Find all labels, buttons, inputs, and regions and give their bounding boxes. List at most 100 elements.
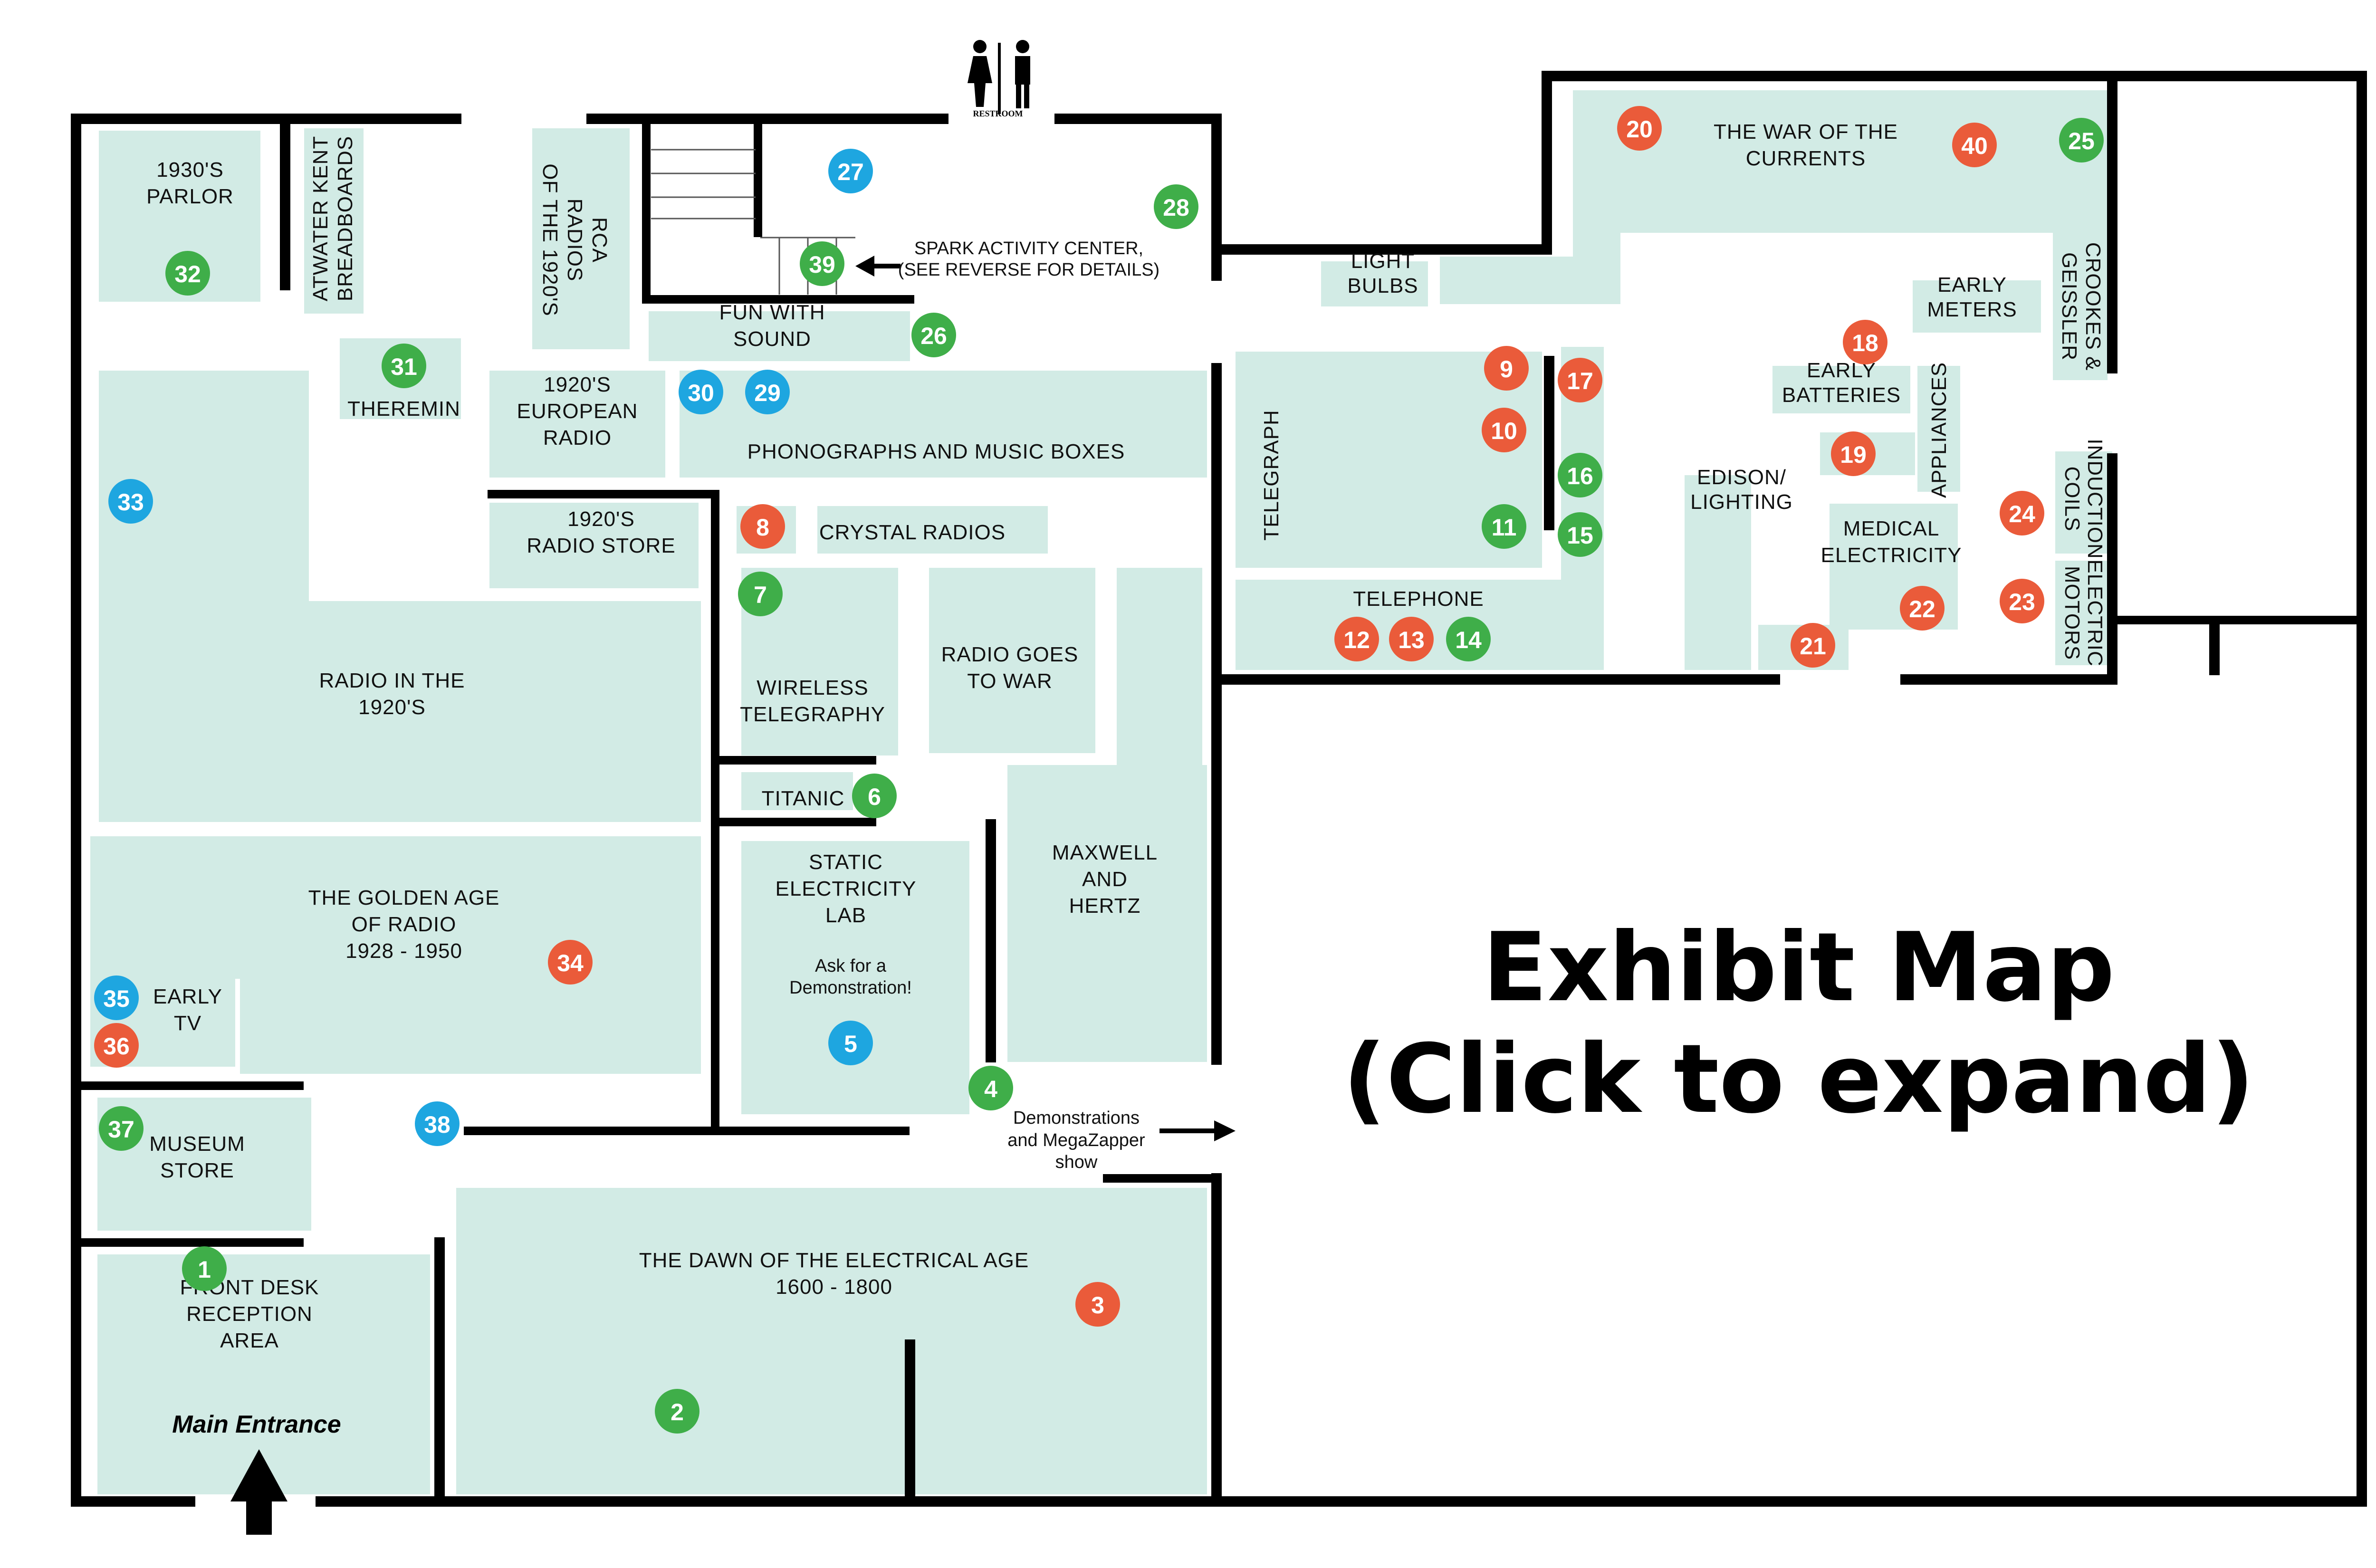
exhibit-marker-34[interactable]: 34	[548, 940, 593, 985]
exhibit-marker-18[interactable]: 18	[1843, 320, 1887, 364]
exhibit-marker-36[interactable]: 36	[94, 1023, 139, 1068]
marker-dot[interactable]	[800, 241, 844, 286]
exhibit-marker-19[interactable]: 19	[1831, 431, 1876, 476]
exhibit-marker-21[interactable]: 21	[1791, 623, 1835, 668]
exhibit-marker-39[interactable]: 39	[800, 241, 844, 286]
exhibit-marker-25[interactable]: 25	[2059, 118, 2104, 163]
marker-dot[interactable]	[740, 504, 785, 549]
room-label-line: MOTORS	[2060, 566, 2084, 660]
room-label-theremin: THEREMIN	[347, 397, 460, 421]
exhibit-marker-33[interactable]: 33	[108, 479, 153, 524]
exhibit-marker-32[interactable]: 32	[165, 251, 210, 296]
marker-dot[interactable]	[655, 1389, 699, 1434]
exhibit-marker-16[interactable]: 16	[1558, 453, 1602, 497]
exhibit-marker-23[interactable]: 23	[2000, 579, 2044, 623]
exhibit-marker-37[interactable]: 37	[99, 1106, 144, 1151]
main-entrance-label: Main Entrance	[172, 1411, 341, 1438]
marker-dot[interactable]	[1154, 184, 1198, 229]
exhibit-marker-6[interactable]: 6	[852, 774, 897, 818]
marker-dot[interactable]	[1334, 617, 1379, 661]
marker-dot[interactable]	[1446, 617, 1491, 661]
exhibit-marker-2[interactable]: 2	[655, 1389, 699, 1434]
marker-dot[interactable]	[1843, 320, 1887, 364]
room-label-line: BREADBOARDS	[334, 136, 357, 301]
marker-dot[interactable]	[852, 774, 897, 818]
exhibit-marker-11[interactable]: 11	[1482, 504, 1526, 549]
exhibit-marker-7[interactable]: 7	[738, 572, 783, 616]
marker-dot[interactable]	[1617, 106, 1662, 151]
marker-dot[interactable]	[548, 940, 593, 985]
exhibit-marker-22[interactable]: 22	[1900, 586, 1945, 631]
exhibit-marker-9[interactable]: 9	[1484, 346, 1529, 391]
marker-number: 10	[1491, 418, 1517, 444]
marker-dot[interactable]	[108, 479, 153, 524]
marker-dot[interactable]	[1484, 346, 1529, 391]
exhibit-marker-38[interactable]: 38	[415, 1101, 460, 1146]
exhibit-marker-3[interactable]: 3	[1075, 1282, 1120, 1327]
room-label-line: MAXWELL	[1052, 841, 1158, 864]
exhibit-marker-4[interactable]: 4	[968, 1066, 1013, 1110]
marker-dot[interactable]	[94, 1023, 139, 1068]
marker-number: 39	[809, 251, 835, 278]
marker-dot[interactable]	[968, 1066, 1013, 1110]
exhibit-marker-27[interactable]: 27	[828, 149, 873, 193]
marker-dot[interactable]	[2059, 118, 2104, 163]
marker-number: 34	[557, 950, 584, 976]
marker-number: 22	[1909, 596, 1935, 622]
marker-dot[interactable]	[679, 370, 723, 414]
marker-number: 23	[2009, 589, 2035, 615]
marker-dot[interactable]	[1791, 623, 1835, 668]
exhibit-marker-13[interactable]: 13	[1389, 617, 1434, 661]
marker-dot[interactable]	[738, 572, 783, 616]
marker-dot[interactable]	[2000, 491, 2044, 535]
marker-dot[interactable]	[1952, 123, 1997, 167]
marker-dot[interactable]	[99, 1106, 144, 1151]
marker-dot[interactable]	[2000, 579, 2044, 623]
exhibit-marker-31[interactable]: 31	[382, 344, 426, 388]
exhibit-marker-8[interactable]: 8	[740, 504, 785, 549]
marker-dot[interactable]	[415, 1101, 460, 1146]
exhibit-marker-17[interactable]: 17	[1558, 358, 1602, 402]
marker-dot[interactable]	[745, 370, 790, 414]
marker-dot[interactable]	[1558, 453, 1602, 497]
marker-dot[interactable]	[182, 1246, 227, 1291]
exhibit-marker-29[interactable]: 29	[745, 370, 790, 414]
marker-dot[interactable]	[1482, 504, 1526, 549]
marker-dot[interactable]	[1389, 617, 1434, 661]
exhibit-marker-10[interactable]: 10	[1482, 408, 1526, 452]
marker-dot[interactable]	[382, 344, 426, 388]
marker-number: 20	[1626, 116, 1653, 143]
marker-dot[interactable]	[1831, 431, 1876, 476]
exhibit-marker-5[interactable]: 5	[828, 1021, 873, 1065]
marker-dot[interactable]	[1558, 512, 1602, 557]
exhibit-marker-14[interactable]: 14	[1446, 617, 1491, 661]
exhibit-marker-26[interactable]: 26	[911, 313, 956, 357]
marker-dot[interactable]	[94, 975, 139, 1020]
marker-dot[interactable]	[911, 313, 956, 357]
exhibit-marker-20[interactable]: 20	[1617, 106, 1662, 151]
marker-dot[interactable]	[1900, 586, 1945, 631]
map-subtitle-link[interactable]: (Click to expand)	[1343, 1024, 2255, 1135]
room-label-line: ELECTRICITY	[1820, 544, 1962, 567]
marker-dot[interactable]	[828, 1021, 873, 1065]
exhibit-marker-35[interactable]: 35	[94, 975, 139, 1020]
room-label-line: CROOKES &	[2081, 242, 2105, 371]
exhibit-marker-12[interactable]: 12	[1334, 617, 1379, 661]
exhibit-marker-1[interactable]: 1	[182, 1246, 227, 1291]
marker-dot[interactable]	[165, 251, 210, 296]
marker-number: 35	[103, 985, 130, 1012]
marker-dot[interactable]	[1558, 358, 1602, 402]
exhibit-marker-15[interactable]: 15	[1558, 512, 1602, 557]
marker-dot[interactable]	[1482, 408, 1526, 452]
exhibit-marker-28[interactable]: 28	[1154, 184, 1198, 229]
marker-dot[interactable]	[828, 149, 873, 193]
exhibit-marker-30[interactable]: 30	[679, 370, 723, 414]
marker-dot[interactable]	[1075, 1282, 1120, 1327]
exhibit-marker-24[interactable]: 24	[2000, 491, 2044, 535]
demo-arrow-icon	[1159, 1120, 1236, 1141]
exhibit-marker-40[interactable]: 40	[1952, 123, 1997, 167]
